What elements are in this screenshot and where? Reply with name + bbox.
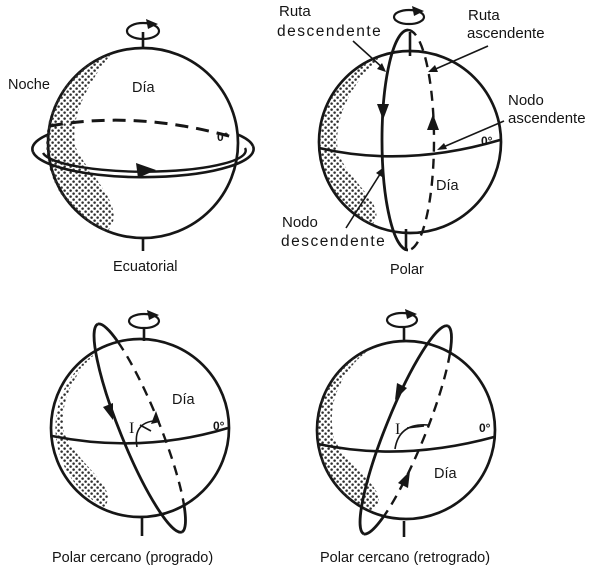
- night-shading: [320, 57, 381, 225]
- spin-direction-icon: [392, 8, 426, 26]
- label-zero-deg: 0°: [213, 419, 225, 433]
- label-dia: Día: [132, 80, 156, 96]
- night-shading: [317, 348, 379, 512]
- inclination-angle-arc: [135, 420, 154, 448]
- orbit-far-arc-dashed: [383, 352, 452, 517]
- inclination-label: I: [129, 420, 134, 437]
- orbit-far-arc-bottom: [363, 515, 386, 536]
- equator-line: [51, 426, 229, 445]
- orbit-far-arc-top: [97, 322, 120, 343]
- inclination-angle-arc: [394, 424, 429, 450]
- label-zero-deg: 0°: [479, 421, 491, 435]
- equator-line: [317, 435, 495, 453]
- orbit-far-arc-bottom: [181, 504, 187, 534]
- spin-direction-icon: [385, 311, 419, 329]
- ruta-descendente-arrowhead: [377, 63, 386, 72]
- label-zero-deg: 0°: [481, 134, 493, 148]
- label-dia: Día: [436, 178, 460, 194]
- label-nodo-ascendente-2: ascendente: [508, 110, 586, 127]
- label-dia: Día: [172, 392, 196, 408]
- ruta-ascendente-arrow: [430, 45, 489, 72]
- caption-polar-cercano-retrogrado: Polar cercano (retrogrado): [320, 550, 490, 566]
- ascending-direction-arrow: [427, 114, 439, 130]
- spin-direction-icon: [125, 21, 161, 41]
- descending-direction-arrow: [377, 104, 389, 120]
- panel-polar-cercano-retrogrado: Día I 0° Polar cercano (retrogrado): [315, 309, 497, 566]
- orbit-direction-arrow: [395, 383, 407, 400]
- orbit-near-arc: [358, 324, 449, 536]
- label-ruta-ascendente-2: ascendente: [467, 25, 545, 42]
- label-ruta-descendente-2: descendente: [277, 23, 382, 40]
- night-shading: [46, 53, 114, 232]
- nodo-ascendente-arrow: [440, 120, 505, 149]
- polar-orbit-descending: [380, 28, 409, 252]
- spin-direction-icon: [127, 312, 161, 330]
- label-zero-deg: 0°: [217, 130, 229, 144]
- equator-line: [318, 138, 501, 158]
- panel-polar: Ruta descendente Ruta ascendente Nodo as…: [277, 3, 586, 278]
- equator-dashed-line: [49, 118, 237, 140]
- label-nodo-ascendente-1: Nodo: [508, 92, 544, 109]
- panel-ecuatorial: Noche Día 0° Ecuatorial: [8, 19, 255, 275]
- polar-orbit-ascending-dashed: [407, 28, 436, 252]
- spin-arrow-icon: [405, 309, 417, 319]
- label-dia: Día: [434, 466, 458, 482]
- ruta-ascendente-arrowhead: [428, 65, 438, 72]
- spin-arrow-icon: [146, 19, 158, 29]
- inclination-leader-line: [406, 425, 425, 429]
- caption-polar: Polar: [390, 262, 424, 278]
- label-noche: Noche: [8, 77, 50, 93]
- label-ruta-descendente-1: Ruta: [279, 3, 311, 20]
- caption-ecuatorial: Ecuatorial: [113, 259, 177, 275]
- nodo-descendente-arrowhead: [376, 167, 384, 177]
- inclination-leader-line: [139, 424, 152, 432]
- nodo-ascendente-arrowhead: [437, 143, 447, 150]
- orbit-direction-arrow: [136, 163, 156, 178]
- night-shading: [55, 350, 109, 507]
- orbit-far-arc-top: [447, 324, 453, 354]
- equatorial-orbit-front-inner: [41, 147, 247, 173]
- orbit-near-arc: [92, 322, 183, 534]
- orbit-direction-arrow: [103, 403, 113, 420]
- label-nodo-descendente-2: descendente: [281, 233, 386, 250]
- ascending-direction-arrow: [151, 411, 160, 424]
- equatorial-orbit-front-outer: [31, 145, 255, 179]
- spin-arrow-icon: [147, 310, 159, 320]
- panel-polar-cercano-progrado: Día I 0° Polar cercano (progrado): [49, 310, 231, 566]
- label-ruta-ascendente-1: Ruta: [468, 7, 500, 24]
- label-nodo-descendente-1: Nodo: [282, 214, 318, 231]
- caption-polar-cercano-progrado: Polar cercano (progrado): [52, 550, 213, 566]
- ascending-direction-arrow: [398, 471, 410, 488]
- spin-arrow-icon: [412, 6, 424, 16]
- nodo-descendente-arrow: [345, 170, 383, 229]
- ruta-descendente-arrow: [352, 40, 385, 70]
- inclination-label: I: [395, 421, 400, 438]
